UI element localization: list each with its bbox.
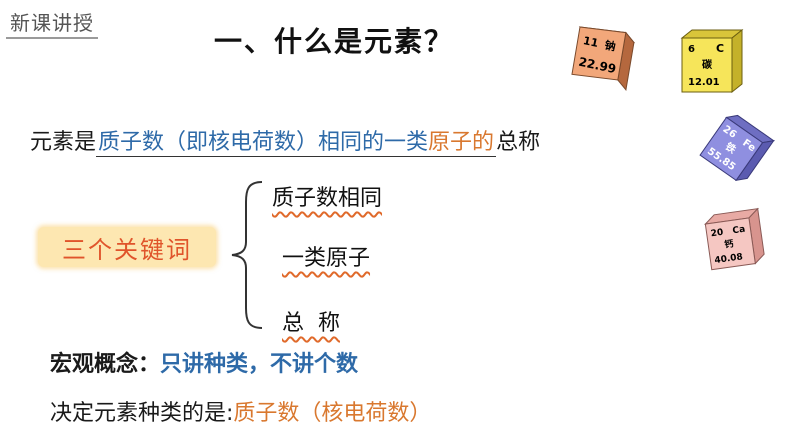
cube-sodium-name: 钠 <box>603 38 617 54</box>
cube-calcium-mass: 40.08 <box>714 252 744 266</box>
cube-carbon-number: 6 <box>688 44 695 55</box>
keywords-label-box: 三个关键词 <box>38 227 216 267</box>
definition-fill-part1: 质子数（即核电荷数）相同的 <box>98 130 385 155</box>
element-cube-calcium: 20 Ca 钙 40.08 <box>704 207 765 271</box>
definition-prefix: 元素是 <box>30 130 97 155</box>
curly-brace <box>231 181 263 329</box>
keyword-3: 总 称 <box>282 311 340 336</box>
summary-label: 宏观概念： <box>50 352 161 377</box>
cube-calcium-symbol: Ca <box>732 225 746 237</box>
element-cube-sodium: 11 钠 22.99 <box>571 26 636 92</box>
definition-line: 元素是质子数（即核电荷数）相同的一类原子的总称 <box>30 124 540 157</box>
cube-carbon-symbol: C <box>716 42 724 55</box>
page-title: 一、什么是元素？ <box>214 25 455 58</box>
summary-text: 只讲种类，不讲个数 <box>160 352 359 377</box>
cube-carbon-mass: 12.01 <box>688 77 720 88</box>
cube-sodium-number: 11 <box>582 34 600 50</box>
definition-suffix: 总称 <box>496 130 541 155</box>
cube-calcium-number: 20 <box>710 228 724 240</box>
element-cube-carbon: 6 C 碳 12.01 <box>680 28 744 94</box>
keyword-2: 一类原子 <box>282 246 371 271</box>
summary-line: 宏观概念：只讲种类，不讲个数 <box>50 346 358 378</box>
keyword-1: 质子数相同 <box>272 186 383 211</box>
definition-fill-part2: 一类 <box>384 130 429 155</box>
definition-blank: 质子数（即核电荷数）相同的一类原子的 <box>96 124 497 157</box>
decide-answer: 质子数（核电荷数） <box>233 401 432 426</box>
decide-line: 决定元素种类的是:质子数（核电荷数） <box>50 395 431 427</box>
element-cube-iron: 26 Fe 铁 55.85 <box>699 114 775 182</box>
cube-carbon-name: 碳 <box>702 58 713 71</box>
definition-fill-part3: 原子的 <box>428 130 495 155</box>
section-badge: 新课讲授 <box>6 6 98 39</box>
decide-label: 决定元素种类的是: <box>50 401 234 426</box>
cube-calcium-name: 钙 <box>724 237 735 250</box>
